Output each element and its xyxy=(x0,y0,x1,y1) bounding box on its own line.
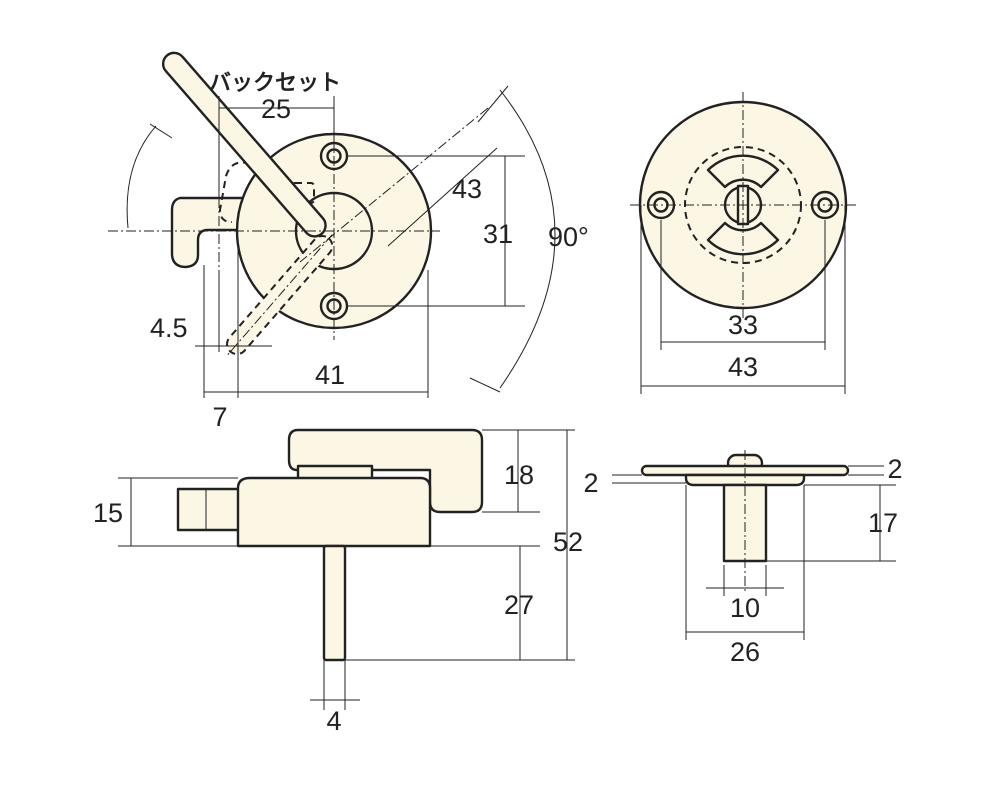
end-boss xyxy=(684,473,806,487)
swing-arc xyxy=(499,89,556,389)
bosswidth-label: 26 xyxy=(730,637,760,667)
swing-limit-top xyxy=(477,85,509,123)
spindle-label: 27 xyxy=(504,590,534,620)
back-dia-label: 43 xyxy=(728,352,758,382)
spindle-w-label: 4 xyxy=(326,706,341,736)
rotation-arc-tick xyxy=(149,123,173,139)
lever xyxy=(161,51,327,238)
pitch-label: 31 xyxy=(483,219,513,249)
lever-h-label: 18 xyxy=(504,460,534,490)
backset-value: 25 xyxy=(261,94,291,124)
side-latch xyxy=(176,487,242,532)
back-view: 33 43 xyxy=(630,92,858,394)
backset-title: バックセット xyxy=(209,71,341,96)
latch-hook-dashed xyxy=(218,161,251,223)
side-case xyxy=(236,476,432,548)
side-lever xyxy=(287,428,484,514)
end-view: 2 2 17 10 26 xyxy=(583,450,903,667)
rotation-arc-left xyxy=(126,125,157,229)
lever-centerline xyxy=(299,107,489,263)
width-label: 41 xyxy=(315,360,345,390)
boss-label: 17 xyxy=(868,508,898,538)
case-label: 15 xyxy=(93,498,123,528)
latch-hook xyxy=(170,196,248,269)
slot-label: 10 xyxy=(730,593,760,623)
lever-length-dim xyxy=(387,147,498,247)
plate-r-label: 2 xyxy=(887,454,902,484)
side-spindle xyxy=(322,544,347,662)
offset-label: 4.5 xyxy=(150,313,188,343)
edge-label: 7 xyxy=(212,402,227,432)
front-view: バックセット 25 43 31 90° 4.5 41 7 xyxy=(108,51,589,432)
lever-length-label: 43 xyxy=(452,174,482,204)
overall-label: 52 xyxy=(553,527,583,557)
side-view: 18 15 52 27 4 xyxy=(93,428,583,736)
back-pitch-label: 33 xyxy=(728,310,758,340)
plate-l-label: 2 xyxy=(583,468,598,498)
swing-limit-bottom xyxy=(469,377,501,393)
angle-label: 90° xyxy=(548,222,589,252)
